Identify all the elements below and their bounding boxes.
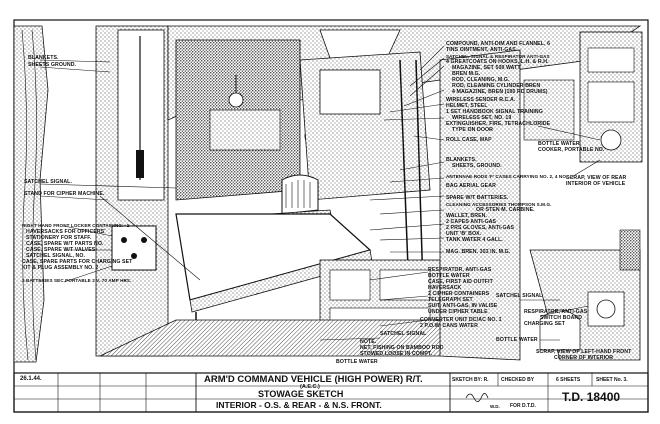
center-callout-label-11: 1 SET HANDBOOK SIGNAL TRAINING	[446, 109, 543, 115]
center-callout-label-25: 2 PRS GLOVES, ANTI-GAS	[446, 225, 515, 231]
center-callout-label-24: 2 CAPES ANTI-GAS	[446, 219, 497, 225]
right-callout-label-7: CHARGING SET	[524, 321, 565, 327]
center-callout-label-30: BOTTLE WATER	[428, 273, 470, 279]
center-callout-label-3: 4 GREATCOATS ON HOOKS, L.H. & R.H.	[446, 59, 549, 65]
center-callout-label-2: SATCHEL, SIGNAL & RESPIRATOR ANTI-GAS	[446, 54, 550, 59]
sheet-number: SHEET No. 3.	[596, 377, 628, 383]
signature: W.D.	[490, 404, 500, 409]
center-callout-label-28: MAG. BREN. 303 IN. M.G.	[446, 249, 511, 255]
title-line-1: ARM'D COMMAND VEHICLE (HIGH POWER) R/T.	[204, 374, 423, 385]
center-callout-label-15: ROLL CASE, MAP	[446, 137, 492, 143]
center-callout-label-6: ROD, CLEANING, M.G.	[452, 77, 510, 83]
center-callout-label-19: BAG AERIAL GEAR	[446, 183, 496, 189]
center-callout-label-18: ANTENNAE RODS 'F' CASES CARRYING No. 2, …	[446, 174, 568, 179]
right-callout-label-5: RESPIRATOR, ANTI-GAS	[524, 309, 588, 315]
center-callout-label-26: UNIT 'B' BOX.	[446, 231, 482, 237]
left-callout-label-11: KIT & PLUG ASSEMBLY No. 2	[22, 265, 99, 271]
drawing-number: T.D. 18400	[562, 390, 621, 404]
left-callout-label-10: CASE, SPARE PARTS FOR CHARGING SET	[22, 259, 133, 265]
left-callout-label-8: CASE, SPARE W/T VALVES.	[26, 247, 97, 253]
right-callout-label-6: SWITCH BOARD	[540, 315, 583, 321]
left-callout-label-2: SATCHEL SIGNAL.	[24, 179, 72, 185]
center-callout-label-20: SPARE W/T BATTERIES.	[446, 195, 509, 201]
drawing-date: 26.1.44.	[20, 376, 42, 382]
right-callout-label-4: SATCHEL SIGNAL	[496, 293, 543, 299]
title-line-2: (A.E.C.)	[300, 384, 320, 390]
center-callout-label-22: OR STEN M. CARBINE.	[476, 207, 535, 213]
sheet-count: 6 SHEETS	[556, 377, 581, 383]
center-callout-label-41: NET, FISHING ON BAMBOO ROD	[360, 345, 444, 351]
center-callout-label-36: UNDER CIPHER TABLE	[428, 309, 488, 315]
title-line-3: STOWAGE SKETCH	[258, 389, 344, 399]
left-callout-label-4: RIGHT HAND FRONT LOCKER CONTAINING:- 1	[22, 223, 130, 228]
chair-back	[281, 174, 319, 215]
left-callout-label-12: 2 BATTERIES SEC PORTABLE 2 V. 70 AMP HRS…	[22, 278, 132, 283]
center-callout-label-8: 4 MAGAZINE, BREN (100 RD DRUMS)	[452, 89, 548, 95]
center-callout-label-5: BREN M.G.	[452, 71, 481, 77]
center-callout-label-27: TANK WATER 4 GALL.	[446, 237, 503, 243]
left-curtain	[13, 25, 49, 363]
right-callout-label-1: COOKER, PORTABLE No.	[538, 147, 605, 153]
center-callout-label-10: HELMET, STEEL	[446, 103, 488, 109]
center-callout-label-7: ROD, CLEANING CYLINDER BREN	[452, 83, 541, 89]
center-callout-label-32: HAVERSACK	[428, 285, 462, 291]
left-callout-label-7: CASE, SPARE W/T PARTS No.	[26, 241, 104, 247]
center-callout-label-14: TYPE ON DOOR	[452, 127, 493, 133]
center-callout-label-17: SHEETS, GROUND.	[452, 163, 502, 169]
right-wall	[439, 49, 521, 361]
center-callout-label-39: SATCHEL SIGNAL	[380, 331, 427, 337]
center-callout-label-43: BOTTLE WATER	[336, 359, 378, 365]
lamp	[228, 92, 244, 108]
center-callout-label-16: BLANKETS.	[446, 157, 477, 163]
battery-box	[111, 225, 157, 271]
center-callout-label-37: CONVERTER UNIT DC/AC No. 1	[420, 317, 502, 323]
center-callout-label-34: TELEGRAPH SET	[428, 297, 473, 303]
leader-lines	[39, 45, 601, 341]
right-callout-label-9: SCRAP, VIEW OF LEFT-HAND FRONT	[536, 349, 632, 355]
center-callout-label-9: WIRELESS SENDER R.C.A.	[446, 97, 516, 103]
left-callout-label-5: HAVERSACKS FOR OFFICERS'	[26, 229, 106, 235]
for-dtd: FOR D.T.D.	[510, 403, 536, 409]
center-callout-label-23: WALLET, BREN.	[446, 213, 488, 219]
center-callout-label-33: 2 CIPHER CONTAINERS	[428, 291, 490, 297]
right-callout-label-8: BOTTLE WATER	[496, 337, 538, 343]
center-callout-label-1: TINS OINTMENT, ANTI-GAS	[446, 47, 516, 53]
right-callout-label-0: BOTTLE WATER	[538, 141, 580, 147]
right-callout-label-10: CORNER OF INTERIOR	[554, 355, 614, 361]
center-callout-label-12: WIRELESS SET, No. 19	[452, 115, 512, 121]
title-block-frame	[13, 372, 649, 413]
left-callout-label-3: STAND FOR CIPHER MACHINE.	[24, 191, 105, 197]
center-callout-label-31: CASE, FIRST AID OUTFIT	[428, 279, 493, 285]
center-callout-label-40: NOTE.	[360, 339, 377, 345]
center-callout-label-4: MAGAZINE, SET 500 WATT	[452, 65, 521, 71]
right-callout-label-3: INTERIOR OF VEHICLE	[566, 181, 626, 187]
center-callout-label-42: STOWED LOOSE IN COMPT.	[360, 351, 433, 357]
left-callout-label-0: BLANKETS.	[28, 55, 59, 61]
center-callout-label-38: 2 P.O.W. CANS WATER	[420, 323, 478, 329]
door-handle	[136, 150, 144, 178]
right-callout-label-2: SCRAP, VIEW OF REAR	[566, 175, 627, 181]
center-callout-label-13: EXTINGUISHER, FIRE, TETRACHLORIDE	[446, 121, 551, 127]
left-callout-label-6: STATIONERY FOR STAFF.	[26, 235, 92, 241]
center-callout-label-0: COMPOUND, ANTI-DIM AND FLANNEL, 6	[446, 41, 551, 47]
checked-by: CHECKED BY	[501, 377, 535, 383]
center-callout-label-35: SUIT, ANTI-GAS, IN VALISE	[428, 303, 498, 309]
center-callout-label-21: CLEANING ACCESSORIES THOMPSON S.M.G.	[446, 202, 552, 207]
center-callout-label-29: RESPIRATOR, ANTI-GAS	[428, 267, 492, 273]
sketch-by: SKETCH BY: R.	[452, 377, 489, 383]
left-callout-label-9: SATCHEL SIGNAL, No.	[26, 253, 86, 259]
signature-scribble	[465, 393, 489, 402]
left-callout-label-1: SHEETS GROUND.	[28, 62, 77, 68]
title-line-4: INTERIOR - O.S. & REAR - & N.S. FRONT.	[216, 400, 382, 410]
